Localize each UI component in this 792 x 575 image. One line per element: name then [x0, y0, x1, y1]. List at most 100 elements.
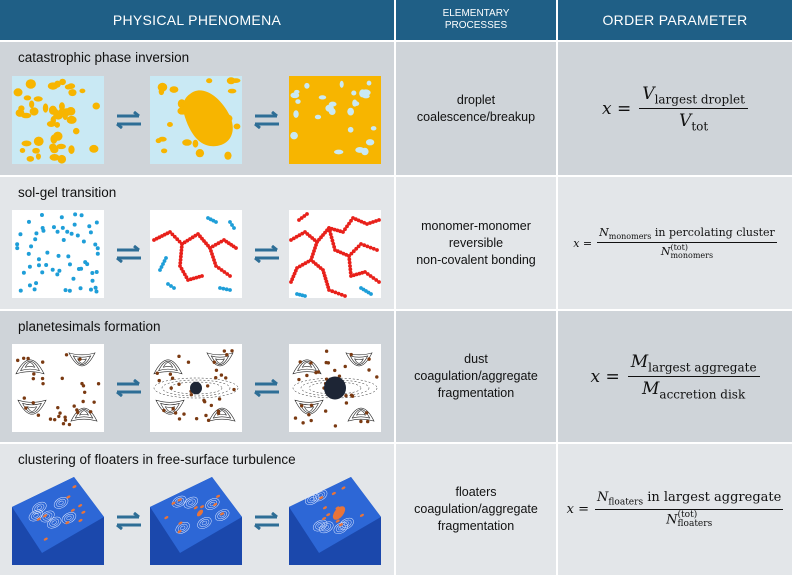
monomer — [29, 244, 34, 249]
large-planetesimal-panel — [289, 344, 381, 432]
process-line: coagulation/aggregate — [414, 369, 538, 383]
dust-grain — [209, 403, 214, 408]
dust-grain — [333, 424, 338, 428]
monomer — [72, 222, 77, 227]
monomer — [184, 275, 189, 280]
order-parameter-cell: x = Mlargest aggregate Maccretion disk — [558, 311, 792, 442]
droplet — [355, 146, 365, 153]
dust-grain — [343, 364, 347, 369]
monomer — [377, 218, 381, 222]
floater — [331, 491, 336, 495]
droplet — [32, 147, 40, 154]
surface-vortex — [32, 501, 47, 514]
monomer — [162, 259, 167, 263]
monomer — [297, 218, 301, 222]
vortex-contour — [303, 406, 315, 412]
row-floaters: clustering of floaters in free-surface t… — [0, 444, 792, 575]
dust-grain — [56, 405, 60, 410]
surface-vortex — [49, 518, 60, 527]
monomer — [324, 279, 329, 284]
droplet — [53, 111, 64, 120]
floaters-clustering-panel — [150, 477, 242, 565]
droplet — [353, 101, 360, 106]
droplet — [53, 131, 63, 141]
monomer — [349, 218, 353, 223]
vortex-contour — [20, 360, 40, 372]
dust-grain — [92, 400, 96, 404]
vortex-contour — [160, 402, 180, 414]
droplet — [362, 94, 370, 99]
monomer — [222, 270, 227, 274]
droplet — [29, 100, 35, 109]
monomer — [36, 257, 41, 262]
monomer — [15, 246, 20, 251]
droplet — [290, 92, 300, 99]
dust-grain — [21, 356, 26, 360]
monomer — [323, 276, 328, 281]
monomer — [339, 292, 344, 297]
process-line: non-covalent bonding — [416, 252, 536, 267]
monomer — [341, 230, 345, 234]
droplet — [169, 86, 179, 93]
monomer — [161, 262, 165, 266]
monomer — [44, 263, 49, 268]
process-line: coalescence/breakup — [416, 109, 536, 124]
vortex-contour — [294, 399, 324, 415]
surface-vortex — [64, 513, 74, 522]
monomer — [88, 230, 93, 235]
monomer — [40, 226, 45, 231]
monomer — [289, 238, 293, 242]
monomer — [79, 213, 84, 218]
monomer — [311, 252, 315, 256]
droplet — [206, 78, 213, 84]
header-physical-phenomena: PHYSICAL PHENOMENA — [0, 0, 394, 40]
monomer — [180, 242, 184, 246]
surface-vortex — [307, 495, 318, 504]
disk-orbit — [308, 381, 362, 395]
vortex-contour — [345, 352, 373, 367]
monomer — [368, 245, 373, 250]
monomer — [69, 231, 74, 236]
reversible-arrows-icon — [116, 245, 141, 263]
droplet — [59, 78, 66, 86]
dust-grain — [36, 413, 41, 417]
formula-lhs: x = — [566, 502, 590, 517]
monomer — [179, 266, 184, 271]
formula-den-symbol: N — [666, 512, 678, 528]
dust-grain — [64, 353, 69, 357]
monomer — [232, 226, 236, 230]
droplet — [157, 82, 168, 92]
dust-grain — [324, 349, 329, 353]
monomer — [228, 288, 232, 292]
dust-grain — [63, 415, 67, 419]
formula-lhs: x = — [573, 236, 593, 250]
floater — [213, 502, 218, 506]
monomer — [209, 249, 213, 253]
dust-grain — [309, 361, 313, 365]
dust-grain — [155, 371, 159, 375]
floater — [216, 494, 221, 498]
droplet — [27, 80, 33, 86]
formula-den-sup: (tot) — [670, 243, 688, 253]
dust-grain — [75, 408, 79, 412]
monomer — [57, 268, 62, 273]
surface-vortex — [51, 520, 57, 525]
dust-grain — [212, 360, 216, 364]
dust-grain — [365, 419, 370, 424]
monomer — [371, 246, 376, 251]
surface-vortex — [183, 496, 198, 509]
dust-grain — [205, 384, 210, 388]
monomer — [51, 225, 56, 230]
monomer — [34, 231, 39, 236]
surface-vortex — [53, 497, 69, 509]
monomer — [71, 276, 76, 281]
formula-num-sub: monomers — [608, 232, 652, 242]
monomer — [79, 266, 84, 271]
dust-grain — [72, 404, 76, 408]
dust-grain — [177, 382, 181, 386]
vortex-contour — [354, 358, 364, 364]
monomer — [33, 237, 38, 242]
monomer — [164, 256, 168, 260]
droplet — [347, 107, 354, 116]
droplet — [18, 105, 25, 112]
